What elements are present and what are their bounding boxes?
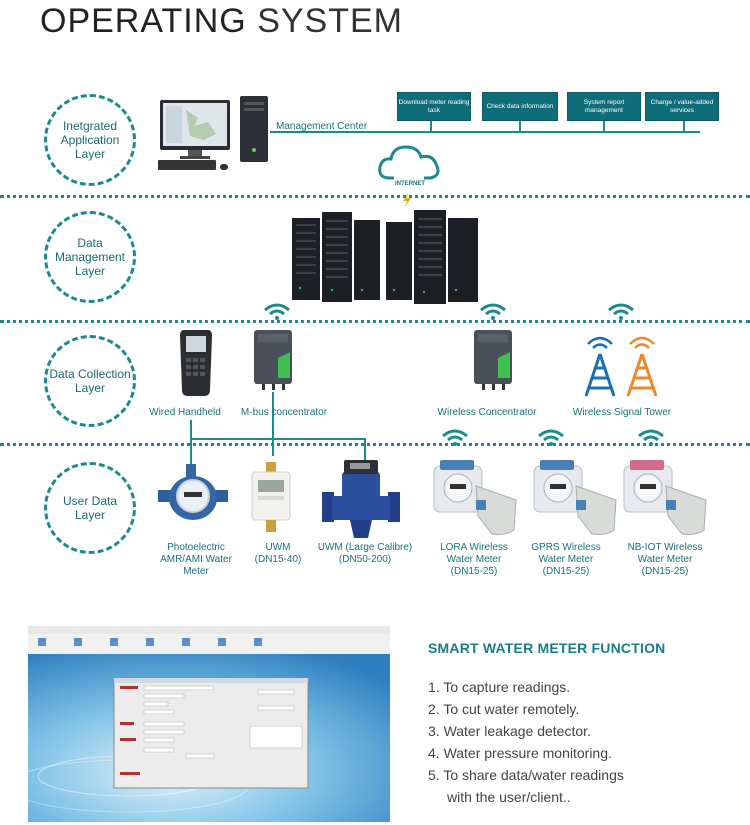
function-list: 1. To capture readings. 2. To cut water … [428, 676, 624, 808]
internet-label: INTERNET [395, 181, 425, 187]
meter-name: LORA Wireless Water Meter [440, 542, 508, 565]
layer-label: Data Management Layer [54, 236, 126, 278]
management-center-label: Management Center [276, 121, 368, 132]
gprs-meter-icon [533, 460, 617, 535]
task-label: Check data information [486, 102, 554, 110]
meter-label: LORA Wireless Water Meter(DN15-25) [434, 542, 514, 578]
network-line [683, 121, 685, 133]
device-label: M-bus concentrator [240, 407, 328, 418]
device-label: Wired Handheld [149, 407, 221, 418]
meter-label: Photoelectric AMR/AMI Water Meter [148, 542, 244, 578]
function-title: SMART WATER METER FUNCTION [428, 640, 666, 656]
mbus-concentrator-icon [254, 330, 292, 390]
device-label: Wireless Signal Tower [572, 407, 672, 418]
wifi-icon [480, 303, 506, 320]
wireless-concentrator-icon [474, 330, 512, 390]
lightning-icon [403, 193, 411, 207]
function-item: 1. To capture readings. [428, 679, 571, 695]
title-light: SYSTEM [257, 2, 403, 40]
handheld-icon [180, 330, 212, 396]
function-item: with the user/client.. [447, 789, 571, 805]
layer-separator [0, 195, 750, 198]
wire-line [364, 438, 366, 462]
wifi-icon [608, 303, 634, 320]
software-screenshot [28, 626, 390, 822]
device-label: Wireless Concentrator [437, 407, 537, 418]
meter-label: UWM(DN15-40) [246, 542, 310, 566]
meter-name: GPRS Wireless Water Meter [531, 542, 601, 565]
meter-label: UWM (Large Calibre)(DN50-200) [310, 542, 420, 566]
layer-management: Data Management Layer [44, 211, 136, 303]
function-item: 2. To cut water remotely. [428, 701, 580, 717]
photoelectric-meter-icon [158, 464, 228, 520]
wire-line [272, 392, 274, 456]
wifi-icon [442, 429, 468, 446]
wire-line [190, 438, 365, 440]
network-line [430, 121, 432, 133]
lora-meter-icon [433, 460, 517, 535]
task-download: Download meter reading task [397, 92, 471, 121]
meter-label: NB-IOT Wireless Water Meter(DN15-25) [620, 542, 710, 578]
signal-tower-icon [584, 336, 658, 397]
wifi-icon [264, 303, 290, 320]
meter-size: (DN50-200) [338, 554, 392, 565]
network-line [270, 131, 700, 133]
layer-user-data: User Data Layer [44, 462, 136, 554]
meter-size: (DN15-25) [542, 566, 590, 577]
layer-label: User Data Layer [62, 494, 118, 522]
computer-icon [158, 96, 268, 170]
cloud-icon [378, 145, 440, 184]
layer-label: Inetgrated Application Layer [60, 119, 120, 161]
meter-name: UWM (Large Calibre) [317, 542, 413, 553]
network-line [519, 121, 521, 133]
layer-application: Inetgrated Application Layer [44, 94, 136, 186]
network-line [603, 121, 605, 133]
wifi-icon [638, 429, 664, 446]
meter-size: (DN15-40) [254, 554, 302, 565]
meter-label: GPRS Wireless Water Meter(DN15-25) [526, 542, 606, 578]
meter-size: (DN15-25) [641, 566, 689, 577]
task-charge: Charge / value-added services [645, 92, 719, 121]
layer-separator [0, 320, 750, 323]
page-title: OPERATING SYSTEM [40, 2, 403, 41]
layer-label: Data Collection Layer [49, 367, 131, 395]
function-item: 3. Water leakage detector. [428, 723, 591, 739]
title-bold: OPERATING [40, 2, 247, 40]
layer-collection: Data Collection Layer [44, 335, 136, 427]
task-check-data: Check data information [482, 92, 558, 121]
wifi-icon [538, 429, 564, 446]
task-report: System report management [567, 92, 641, 121]
server-rack-icon [292, 210, 478, 304]
layer-separator [0, 443, 750, 446]
uwm-meter-icon [251, 462, 291, 532]
meter-name: UWM [265, 542, 291, 553]
task-label: System report management [583, 98, 625, 114]
meter-name: Photoelectric AMR/AMI Water Meter [160, 542, 232, 577]
function-item: 4. Water pressure monitoring. [428, 745, 612, 761]
task-label: Charge / value-added services [650, 98, 714, 114]
meter-size: (DN15-25) [450, 566, 498, 577]
meter-name: NB-IOT Wireless Water Meter [627, 542, 703, 565]
task-label: Download meter reading task [398, 98, 470, 114]
large-calibre-meter-icon [322, 460, 400, 538]
function-item: 5. To share data/water readings [428, 767, 624, 783]
wire-line [190, 420, 192, 464]
nb-iot-meter-icon [623, 460, 707, 535]
